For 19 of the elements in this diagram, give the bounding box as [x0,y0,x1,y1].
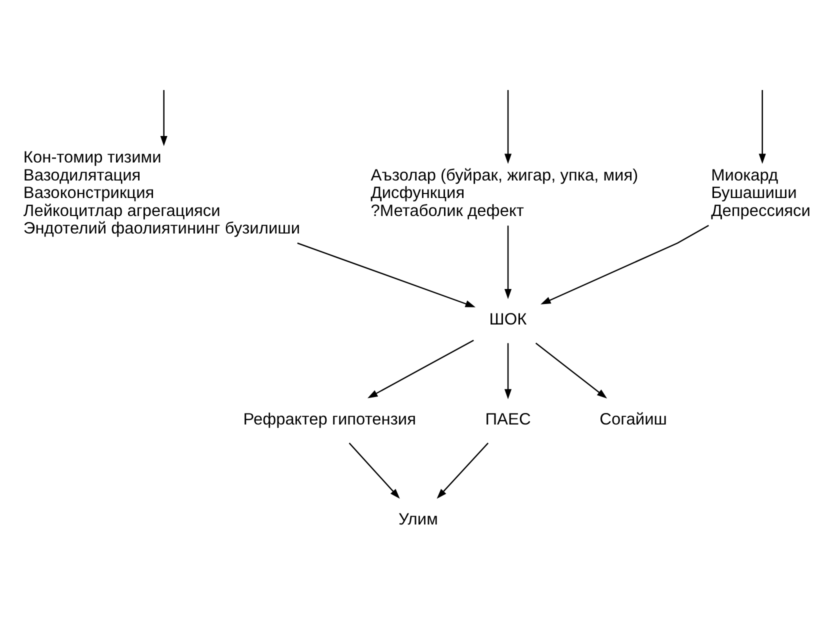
arrow [297,242,476,307]
node-text: ПАЕС [485,410,531,428]
node-text: Кон-томир тизими Вазодилятация Вазоконстрикция Лейкоцитлар агрегацияси Эндотелий фаолиятининг бузилиши [23,148,300,237]
arrow [436,442,489,498]
arrow [504,90,512,164]
arrow [504,225,512,299]
node-text: Миокард Бушашиши Депрессияси [711,166,810,220]
node-text: Рефрактер гипотензия [243,410,416,428]
node-text: Согайиш [600,410,667,428]
arrow [535,342,608,398]
node-text: Улим [398,510,438,528]
arrow [504,342,512,399]
arrow [348,442,400,498]
arrow [540,224,709,304]
node-text: ШОК [489,310,527,328]
arrow [758,90,766,164]
arrow [160,90,168,146]
arrow [368,339,474,398]
node-text: Аъзолар (буйрак, жигар, упка, мия) Дисфункция ?Метаболик дефект [370,166,638,220]
